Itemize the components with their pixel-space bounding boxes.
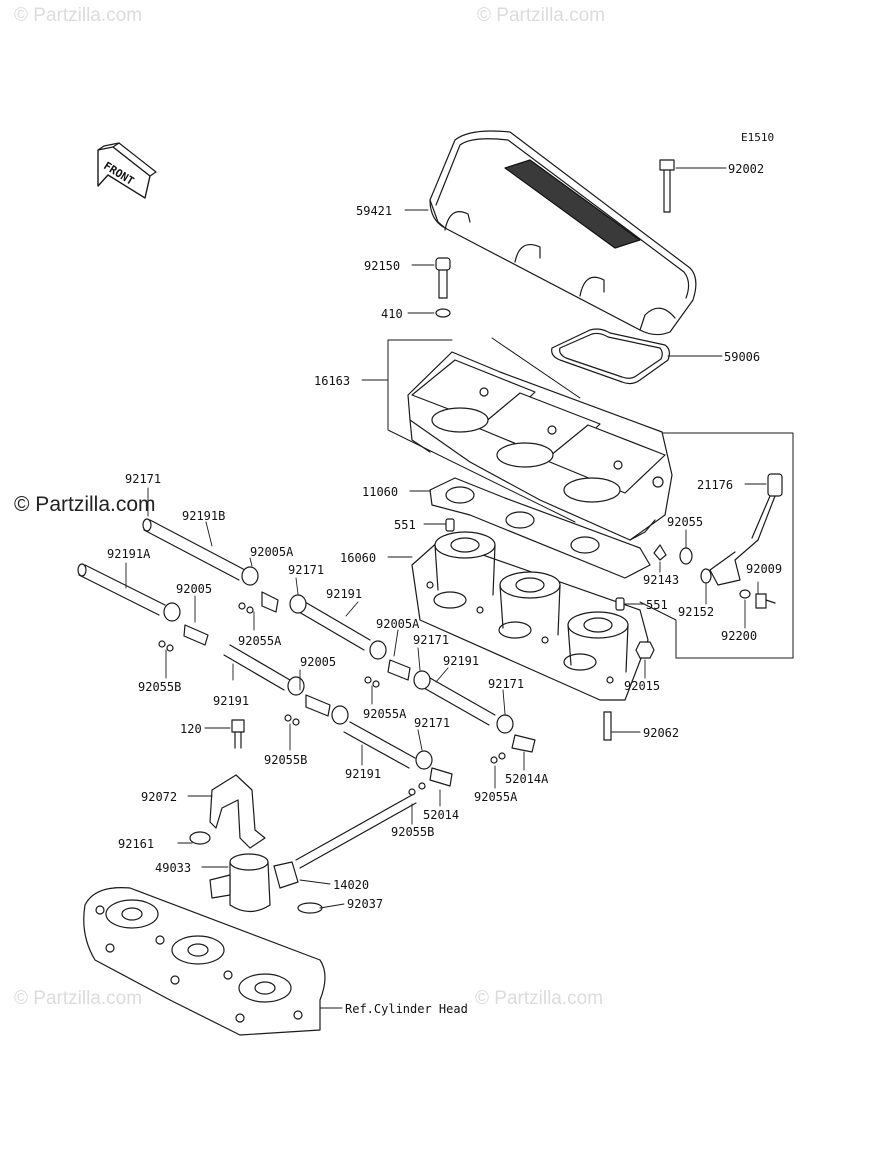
part-label[interactable]: 92005 [176, 582, 213, 596]
leader-lines [125, 167, 767, 1009]
part-label[interactable]: 92191 [213, 694, 250, 708]
part-label[interactable]: 92191 [443, 654, 480, 668]
intake-manifold-16060 [411, 531, 649, 701]
part-label[interactable]: 92191B [182, 509, 226, 523]
hose-92191B [142, 518, 246, 581]
watermark: © Partzilla.com [14, 5, 143, 26]
part-label[interactable]: 11060 [362, 485, 399, 499]
nut-92015-icon [635, 641, 655, 659]
cylinder-head [83, 887, 326, 1036]
part-label[interactable]: 120 [180, 722, 202, 736]
part-label[interactable]: 92055B [391, 825, 435, 839]
washer-92200-icon [739, 589, 751, 599]
part-label[interactable]: 14020 [333, 878, 370, 892]
part-label[interactable]: 92072 [141, 790, 178, 804]
watermark: © Partzilla.com [475, 988, 604, 1009]
part-label[interactable]: 52014A [505, 772, 549, 786]
hose-92191 [223, 601, 496, 769]
part-label[interactable]: 92005A [376, 617, 420, 631]
part-label[interactable]: 59421 [356, 204, 393, 218]
diagram-code: E1510 [741, 131, 775, 144]
o-ring-92152-icon [700, 568, 712, 584]
part-label[interactable]: 92005A [250, 545, 294, 559]
part-label[interactable]: 92055B [138, 680, 182, 694]
part-label[interactable]: 410 [381, 307, 403, 321]
part-label[interactable]: 59006 [724, 350, 761, 364]
part-label[interactable]: 92055 [667, 515, 704, 529]
dowel-551-icon [615, 597, 625, 611]
o-ring-92055-icon [679, 547, 693, 565]
part-label[interactable]: 92171 [125, 472, 162, 486]
front-arrow-icon [97, 142, 157, 199]
sensor-21176 [709, 473, 783, 586]
part-label[interactable]: 49033 [155, 861, 192, 875]
damper-92161-icon [189, 831, 211, 845]
throttle-body-16163 [407, 351, 673, 541]
part-label[interactable]: 92005 [300, 655, 337, 669]
hose-92191A [77, 563, 166, 616]
o-rings [158, 602, 506, 796]
dowel-551-icon [445, 518, 455, 532]
part-label[interactable]: 92150 [364, 259, 401, 273]
part-label[interactable]: 92191 [345, 767, 382, 781]
tube-14020 [295, 794, 417, 869]
watermark: © Partzilla.com [477, 5, 606, 26]
part-label[interactable]: 92062 [643, 726, 680, 740]
part-label[interactable]: 92015 [624, 679, 661, 693]
part-label[interactable]: 551 [394, 518, 416, 532]
part-label[interactable]: 92037 [347, 897, 384, 911]
part-label[interactable]: 92171 [288, 563, 325, 577]
valve-49033 [209, 853, 271, 913]
part-label[interactable]: 92009 [746, 562, 783, 576]
gasket-11060 [429, 477, 651, 579]
watermark: © Partzilla.com [14, 493, 156, 516]
bolt-92150-icon [435, 257, 451, 299]
cover-59421 [429, 130, 697, 336]
part-label[interactable]: 92191 [326, 587, 363, 601]
part-label[interactable]: 92143 [643, 573, 680, 587]
hose-clamps [163, 566, 514, 770]
bolt-120-icon [231, 719, 245, 749]
part-label[interactable]: 16060 [340, 551, 377, 565]
part-label[interactable]: 16163 [314, 374, 351, 388]
part-label[interactable]: 92191A [107, 547, 151, 561]
part-label[interactable]: 92055A [363, 707, 407, 721]
bracket-92072 [209, 774, 266, 849]
part-label[interactable]: 92171 [488, 677, 525, 691]
part-label[interactable]: 92055A [474, 790, 518, 804]
washer-410-icon [435, 308, 451, 318]
part-label[interactable]: 92152 [678, 605, 715, 619]
stud-92062-icon [603, 711, 612, 741]
part-label[interactable]: 92161 [118, 837, 155, 851]
clip-92143-icon [653, 544, 667, 561]
fittings [183, 591, 536, 787]
ref-label: Ref.Cylinder Head [345, 1002, 468, 1016]
part-label[interactable]: 92171 [413, 633, 450, 647]
part-label[interactable]: 92055A [238, 634, 282, 648]
part-label[interactable]: 92002 [728, 162, 765, 176]
part-label[interactable]: 92055B [264, 753, 308, 767]
part-label[interactable]: 92200 [721, 629, 758, 643]
bolt-92002-icon [659, 159, 675, 213]
watermark: © Partzilla.com [14, 988, 143, 1009]
part-label[interactable]: 551 [646, 598, 668, 612]
clip-14020-icon [273, 861, 299, 889]
part-label[interactable]: 21176 [697, 478, 734, 492]
clamp-92037-icon [297, 902, 323, 914]
part-label[interactable]: 92171 [414, 716, 451, 730]
part-label[interactable]: 52014 [423, 808, 460, 822]
gasket-59006 [551, 328, 671, 385]
bolt-92009-icon [755, 593, 776, 609]
